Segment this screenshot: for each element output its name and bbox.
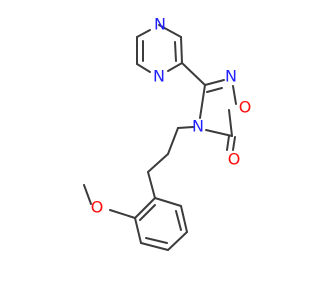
bond xyxy=(175,210,182,231)
bond xyxy=(134,197,156,219)
bond xyxy=(226,135,230,151)
bond xyxy=(154,197,182,207)
bond xyxy=(205,129,233,137)
bond xyxy=(228,109,233,137)
atom-label-nitrogen: N xyxy=(154,15,166,34)
bond xyxy=(167,127,179,155)
bond xyxy=(180,36,183,64)
atom-label-nitrogen: N xyxy=(192,117,204,136)
atom-label-oxygen: O xyxy=(228,150,241,169)
bond xyxy=(232,85,237,105)
bond xyxy=(199,84,206,119)
bond xyxy=(177,126,194,129)
atom-label-nitrogen: N xyxy=(225,67,237,86)
bond xyxy=(147,171,156,199)
bond xyxy=(167,62,183,72)
bond xyxy=(181,62,206,86)
bond xyxy=(147,153,169,173)
bonds-layer xyxy=(83,24,237,251)
atom-labels-layer: N N N O N O O xyxy=(91,15,252,217)
bond xyxy=(83,184,92,205)
bond xyxy=(134,217,142,244)
bond xyxy=(145,237,168,244)
bond xyxy=(206,87,223,93)
atom-label-oxygen: O xyxy=(239,98,252,117)
bond xyxy=(140,242,169,251)
bond xyxy=(139,204,156,221)
bond xyxy=(109,209,136,219)
bond xyxy=(158,24,182,38)
bond xyxy=(174,41,177,62)
molecule-structure: N N N O N O O xyxy=(83,15,252,251)
bond xyxy=(180,205,188,233)
bond xyxy=(232,136,236,151)
bond xyxy=(136,29,151,38)
bond xyxy=(167,231,188,251)
atom-label-nitrogen: N xyxy=(153,67,165,86)
bond xyxy=(204,79,225,86)
bond xyxy=(136,63,151,73)
atom-label-oxygen: O xyxy=(91,198,104,217)
